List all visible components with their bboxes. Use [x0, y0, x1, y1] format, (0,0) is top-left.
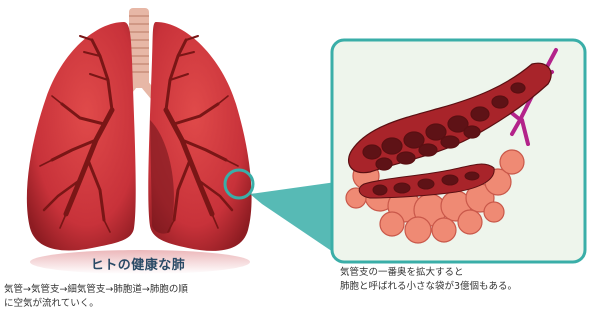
- caption-alveoli: 気管支の一番奥を拡大すると 肺胞と呼ばれる小さな袋が3億個もある。: [340, 266, 590, 294]
- caption-airflow-line-2: に空気が流れていく。: [4, 297, 284, 311]
- inset-panel: [332, 40, 585, 262]
- caption-alveoli-line-1: 気管支の一番奥を拡大すると: [340, 266, 590, 280]
- caption-airflow-line-1: 気管→気管支→細気管支→肺胞道→肺胞の順: [4, 283, 284, 297]
- left-lung: [27, 22, 136, 251]
- diagram-title: ヒトの健康な肺: [58, 254, 218, 273]
- caption-alveoli-line-2: 肺胞と呼ばれる小さな袋が3億個もある。: [340, 280, 590, 294]
- caption-airflow: 気管→気管支→細気管支→肺胞道→肺胞の順 に空気が流れていく。: [4, 283, 284, 311]
